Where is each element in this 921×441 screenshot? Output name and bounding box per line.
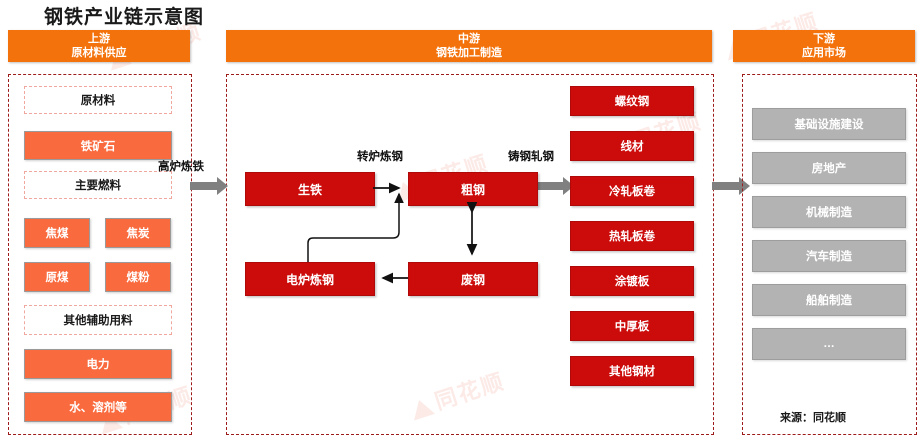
upstream-item-label: 电力 [86,359,110,371]
product-coated-plate[interactable]: 涂镀板 [570,266,694,296]
node-scrap-steel[interactable]: 废钢 [408,262,538,296]
market-label: 船舶制造 [806,295,852,307]
upstream-item-water-solvent[interactable]: 水、溶剂等 [24,392,172,422]
product-label: 冷轧板卷 [609,186,655,198]
midstream-header-line2: 钢铁加工制造 [436,47,502,59]
upstream-item-label: 焦煤 [45,228,69,240]
node-label: 粗钢 [460,182,485,197]
upstream-header-line2: 原材料供应 [71,47,127,59]
upstream-header: 上游 原材料供应 [8,30,190,62]
upstream-item-raw-coal[interactable]: 原煤 [24,262,90,292]
market-automotive[interactable]: 汽车制造 [752,240,906,272]
upstream-header-line1: 上游 [88,33,110,45]
node-pig-iron[interactable]: 生铁 [245,172,375,206]
downstream-header-line2: 应用市场 [802,47,846,59]
upstream-group-label: 原材料 [80,95,116,107]
downstream-header-line1: 下游 [813,33,835,45]
market-others[interactable]: … [752,328,906,360]
product-label: 其他钢材 [609,366,655,378]
product-label: 涂镀板 [614,276,650,288]
upstream-item-label: 水、溶剂等 [69,402,127,414]
market-label: 基础设施建设 [794,119,864,131]
source-attribution: 来源：同花顺 [780,412,846,424]
market-machinery[interactable]: 机械制造 [752,196,906,228]
midstream-zone [226,74,714,435]
product-label: 线材 [620,141,644,153]
node-label: 废钢 [460,272,485,287]
node-label: 电炉炼钢 [285,272,334,287]
market-real-estate[interactable]: 房地产 [752,152,906,184]
market-infrastructure[interactable]: 基础设施建设 [752,108,906,140]
product-wire-rod[interactable]: 线材 [570,131,694,161]
node-crude-steel[interactable]: 粗钢 [408,172,538,206]
arrow-crude-steel-to-products [536,177,574,195]
downstream-zone [742,74,917,435]
downstream-header: 下游 应用市场 [733,30,915,62]
product-other-steel[interactable]: 其他钢材 [570,356,694,386]
upstream-group-raw-material[interactable]: 原材料 [24,86,172,114]
upstream-item-label: 焦炭 [126,228,150,240]
arrow-midstream-to-downstream [712,177,750,195]
product-label: 中厚板 [614,321,650,333]
product-label: 热轧板卷 [609,231,655,243]
product-cold-rolled-coil[interactable]: 冷轧板卷 [570,176,694,206]
market-label: … [823,338,835,350]
upstream-item-iron-ore[interactable]: 铁矿石 [24,131,172,160]
upstream-item-pulverized-coal[interactable]: 煤粉 [105,262,171,292]
product-label: 螺纹钢 [614,96,650,108]
midstream-header-line1: 中游 [458,33,480,45]
market-label: 房地产 [811,163,847,175]
process-label-casting-rolling: 铸钢轧钢 [508,151,554,163]
upstream-group-label: 其他辅助用料 [63,315,133,327]
product-medium-thick-plate[interactable]: 中厚板 [570,311,694,341]
upstream-item-label: 铁矿石 [80,140,116,153]
upstream-group-other-auxiliary[interactable]: 其他辅助用料 [24,305,172,335]
upstream-item-coking-coal[interactable]: 焦煤 [24,218,90,248]
arrow-upstream-to-midstream [190,177,228,195]
process-label-converter: 转炉炼钢 [357,151,403,163]
upstream-item-label: 原煤 [45,272,69,284]
upstream-item-electricity[interactable]: 电力 [24,349,172,379]
market-label: 机械制造 [806,207,852,219]
process-label-blast-furnace: 高炉炼铁 [158,161,204,173]
product-rebar[interactable]: 螺纹钢 [570,86,694,116]
midstream-header: 中游 钢铁加工制造 [226,30,712,62]
upstream-item-coke[interactable]: 焦炭 [105,218,171,248]
page-title: 钢铁产业链示意图 [44,7,205,28]
upstream-item-label: 煤粉 [126,272,150,284]
market-shipbuilding[interactable]: 船舶制造 [752,284,906,316]
node-eaf-steelmaking[interactable]: 电炉炼钢 [245,262,375,296]
node-label: 生铁 [297,182,322,197]
market-label: 汽车制造 [806,251,852,263]
upstream-zone [8,74,192,435]
upstream-group-main-fuel[interactable]: 主要燃料 [24,171,172,199]
upstream-group-label: 主要燃料 [75,180,121,192]
product-hot-rolled-coil[interactable]: 热轧板卷 [570,221,694,251]
